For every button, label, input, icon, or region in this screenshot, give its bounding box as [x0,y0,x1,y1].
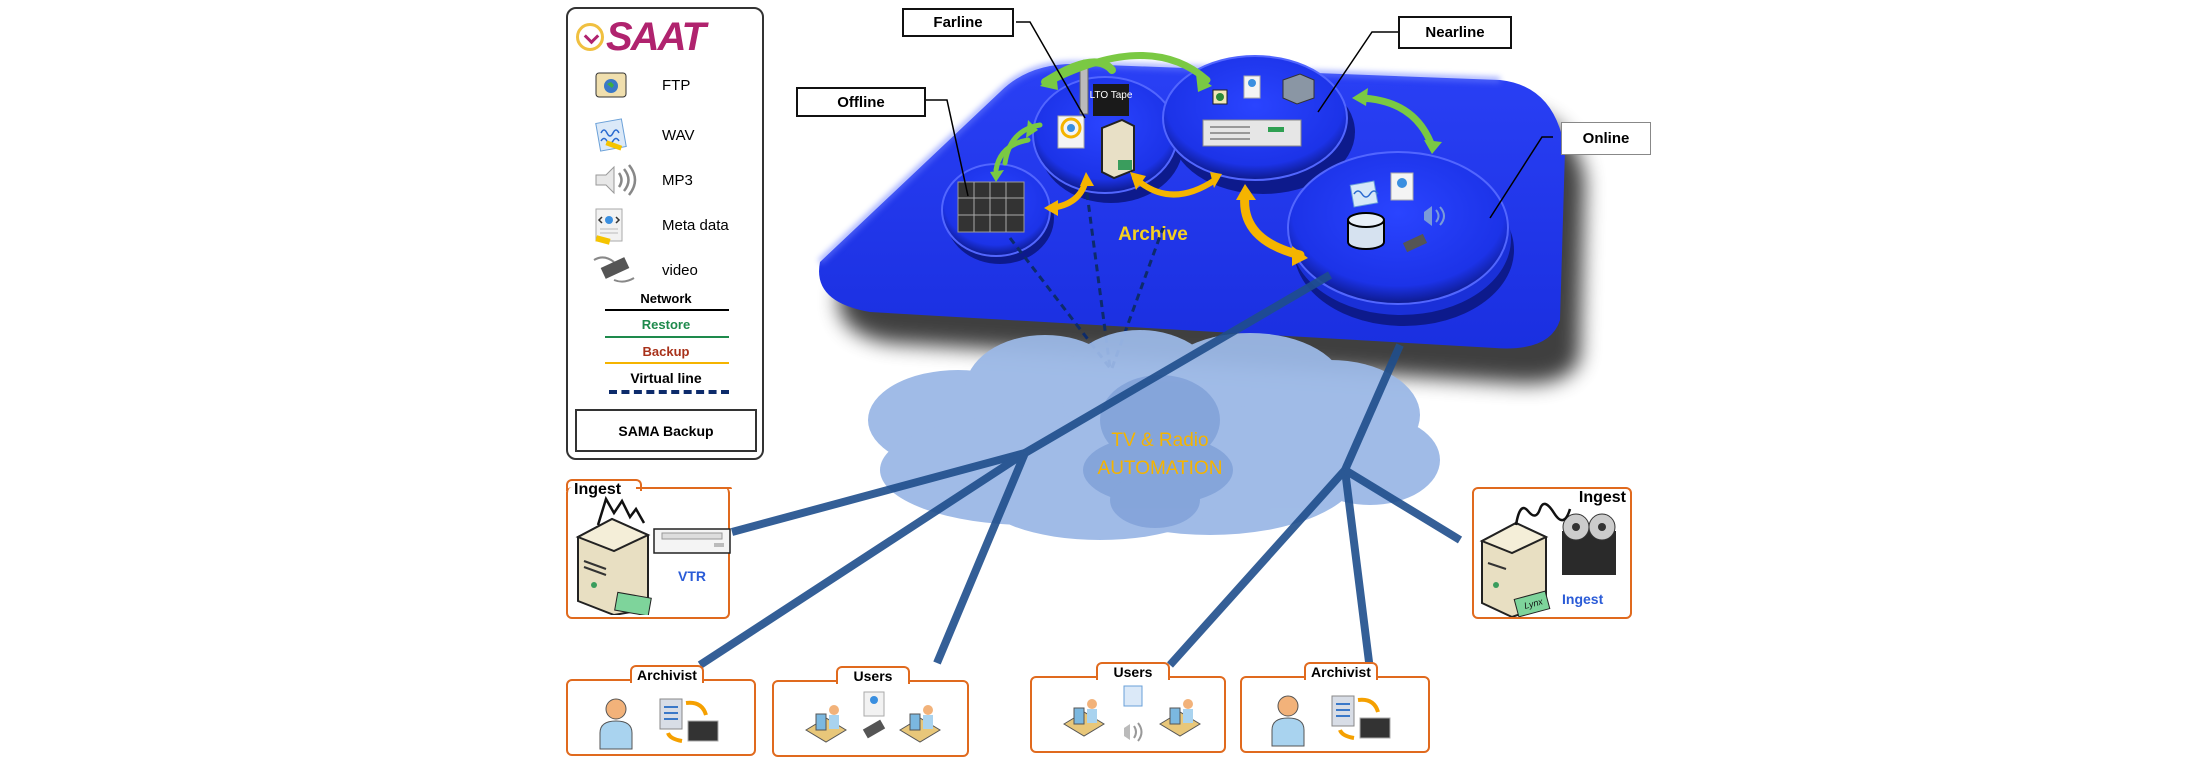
server-rack-icon [957,181,1025,233]
ingest-station-right: Ingest Lynx Ingest [1472,487,1632,619]
station-title: Users [836,666,910,684]
brand-name: SAAT [606,14,706,59]
workstation-user-icon [1063,699,1105,737]
users-station-right: Users [1030,662,1226,753]
station-title: Ingest [574,481,622,498]
speaker-icon [595,164,637,196]
legend-label: FTP [662,77,691,94]
legend-label: video [662,262,698,279]
ftp-folder-icon [595,72,627,98]
cable-icon [1514,502,1572,526]
online-disc [1287,151,1514,326]
ingest-station-left: Ingest VTR [566,479,732,619]
cable-icon [596,495,646,526]
legend-item-video: video [568,252,764,288]
transfer-icon [659,698,719,743]
legend-line-backup [605,362,729,364]
legend-line-restore [605,336,729,338]
station-title: Archivist [630,665,704,683]
users-station-left: Users [772,666,969,757]
legend-item-ftp: FTP [568,67,764,103]
vtr-deck-icon [653,528,731,554]
station-title: Users [1096,662,1170,680]
lto-label: LTO Tape [1090,90,1133,101]
sync-metadata-icon [1057,115,1085,149]
nearline-callout: Nearline [1398,16,1512,49]
wav-small-icon [1349,180,1379,208]
backup-arrowheads [1044,172,1308,266]
clock-icon [576,23,604,51]
cloud-title-line2: AUTOMATION [1098,458,1223,479]
vtr-label: VTR [678,568,706,584]
ftp-small-icon [1212,89,1228,105]
metadata-document-icon [595,208,623,245]
legend-item-mp3: MP3 [568,162,764,198]
legend-line-virtual-label: Virtual line [630,370,702,386]
restore-arrowheads [990,72,1442,182]
person-icon [1271,695,1305,747]
person-icon [599,698,633,750]
legend-line-network [605,309,729,311]
restore-arrow-set [993,52,1436,173]
storage-unit-icon [1282,73,1315,105]
legend-line-restore-label: Restore [641,317,691,332]
cloud-title-line1: TV & Radio [1111,430,1208,451]
inner-cloud [1083,375,1233,528]
metadata-small-icon [1390,172,1414,201]
archivist-station-left: Archivist [566,665,756,756]
film-strip-icon [1402,233,1428,253]
legend-label: Meta data [662,217,729,234]
legend-item-wav: WAV [568,117,764,153]
legend-line-backup-label: Backup [642,344,690,359]
ingest-device-label: Ingest [1562,591,1604,607]
metadata-small-icon [1243,75,1261,99]
legend-line-network-label: Network [640,291,692,306]
legend-line-virtual [609,390,729,394]
lto-tape-icon: LTO Tape [1090,84,1133,116]
transfer-icon [1331,695,1391,740]
metadata-film-icon [862,691,886,739]
film-strip-icon [593,256,635,283]
archivist-station-right: Archivist [1240,662,1430,753]
saat-logo: SAAT [576,14,706,59]
server-tower-icon [575,517,652,615]
callout-leaders [926,21,1553,219]
network-lines [697,271,1463,671]
legend-label: MP3 [662,172,693,189]
legend-label: WAV [662,127,695,144]
legend-panel: SAAT FTP WAV MP3 Meta data video Network… [566,7,764,460]
sama-backup-box: SAMA Backup [575,409,757,452]
farline-callout: Farline [902,8,1014,37]
reel-tape-recorder-icon [1562,513,1616,575]
workstation-user-icon [1159,699,1201,737]
speaker-icon [1424,206,1445,226]
lynx-card-label: Lynx [1523,596,1544,611]
nearline-server-icon [1202,119,1302,147]
offline-callout: Offline [796,87,926,117]
wav-speaker-icon [1123,685,1143,742]
workstation-user-icon [899,705,941,743]
online-callout: Online [1561,122,1651,155]
station-title: Ingest [1578,489,1626,506]
database-icon [1347,212,1385,250]
archive-label: Archive [1118,224,1188,245]
legend-item-metadata: Meta data [568,207,764,245]
server-tower-icon: Lynx [1479,521,1551,617]
workstation-user-icon [805,705,847,743]
wav-file-icon [595,118,627,152]
station-title: Archivist [1304,662,1378,680]
server-tower-icon [1101,118,1135,180]
